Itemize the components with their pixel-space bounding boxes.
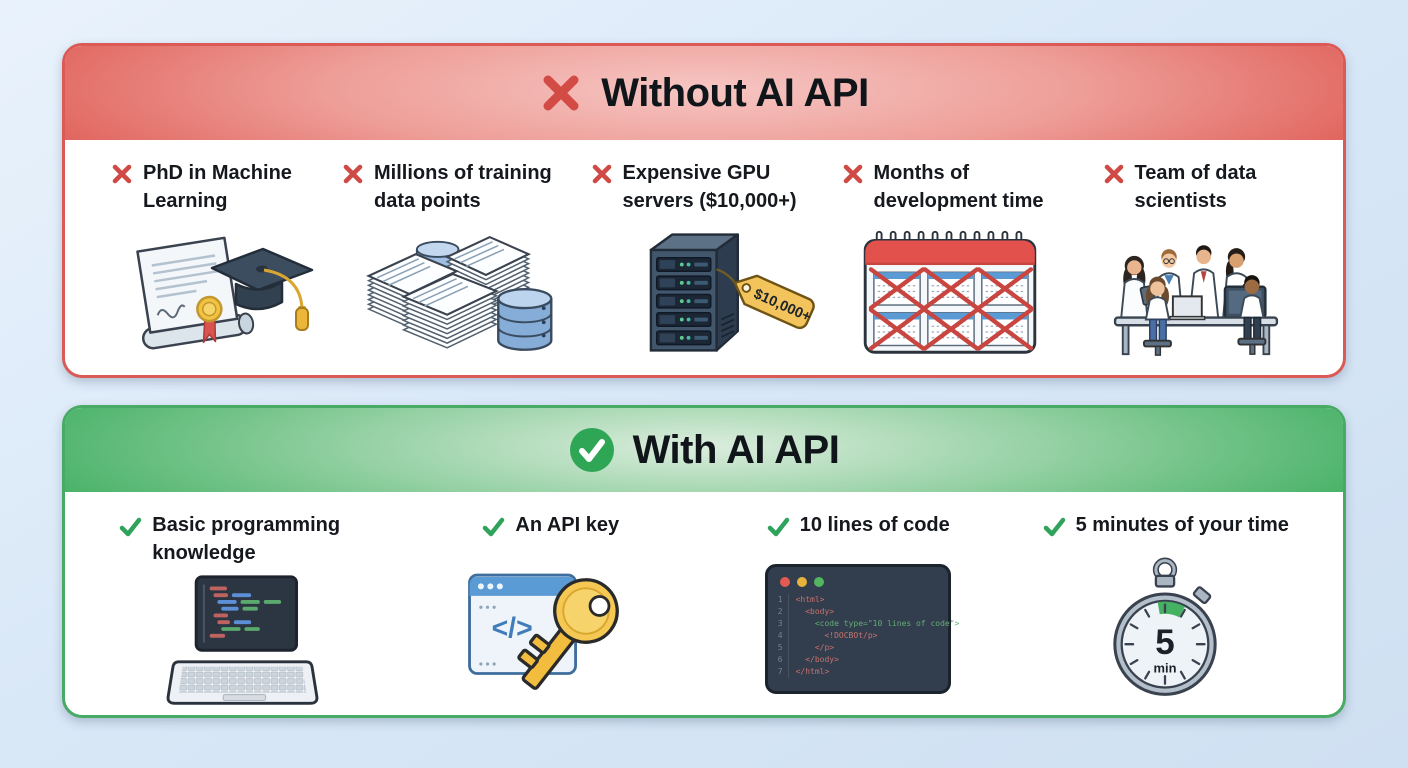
api-key-icon: </> — [468, 574, 620, 691]
item-label: Team of data scientists — [1134, 162, 1257, 212]
maximize-window-icon — [813, 577, 824, 588]
cross-icon — [543, 75, 579, 111]
item-lines-of-code: 10 lines of code 1 2 3 4 — [704, 512, 1012, 713]
check-icon — [483, 517, 505, 537]
item-training-data: Millions of training data points — [335, 160, 581, 363]
stopwatch-unit: min — [1154, 661, 1177, 676]
check-icon — [120, 517, 142, 537]
cross-icon — [112, 164, 132, 184]
stopwatch-value: 5 — [1156, 623, 1175, 662]
with-ai-api-panel: With AI API Basic programming knowledge — [62, 405, 1346, 718]
item-label: Basic programming knowledge — [152, 514, 341, 564]
item-gpu-servers: Expensive GPU servers ($10,000+) — [581, 160, 827, 363]
minimize-window-icon — [796, 577, 807, 588]
gpu-server-icon: $10,000+ — [649, 233, 815, 352]
code-lines: <html> <body> <code type="10 lines of co… — [795, 595, 960, 677]
item-label: Months of development time — [873, 162, 1044, 212]
cross-icon — [592, 164, 611, 184]
check-icon — [1043, 517, 1065, 537]
page-title: Without AI API — [601, 70, 869, 115]
diploma-icon — [135, 236, 313, 350]
item-label: 5 minutes of your time — [1075, 514, 1289, 536]
item-five-minutes: 5 minutes of your time — [1012, 512, 1320, 713]
calendar-icon — [863, 230, 1037, 354]
cross-icon — [343, 164, 363, 184]
without-panel-body: PhD in Machine Learning — [65, 140, 1343, 363]
item-label: Millions of training data points — [374, 162, 552, 212]
training-data-icon — [367, 236, 552, 352]
check-circle-icon — [569, 428, 614, 472]
item-label: PhD in Machine Learning — [143, 162, 292, 212]
item-dev-time: Months of development time — [827, 160, 1073, 363]
window-controls — [778, 574, 938, 594]
code-slash-glyph: </> — [492, 613, 533, 645]
without-panel-header: Without AI API — [65, 46, 1343, 140]
cross-icon — [1104, 164, 1123, 184]
item-label: 10 lines of code — [799, 514, 950, 536]
item-team: Team of data scientists — [1073, 160, 1319, 363]
item-api-key: An API key </> — [397, 512, 705, 713]
with-panel-header: With AI API — [65, 408, 1343, 492]
close-window-icon — [779, 577, 790, 588]
laptop-code-icon — [166, 575, 319, 705]
cross-icon — [843, 164, 862, 184]
team-icon — [1113, 244, 1279, 356]
check-icon — [767, 517, 789, 537]
item-programming-knowledge: Basic programming knowledge — [89, 512, 397, 713]
without-ai-api-panel: Without AI API PhD in Machine Learning — [62, 43, 1346, 378]
item-phd: PhD in Machine Learning — [89, 160, 335, 363]
code-editor-icon: 1 2 3 4 5 6 7 <html> <body> <code type="… — [764, 564, 959, 695]
with-panel-body: Basic programming knowledge — [65, 492, 1343, 713]
item-label: Expensive GPU servers ($10,000+) — [622, 162, 797, 212]
page-title: With AI API — [632, 427, 840, 472]
line-numbers: 1 2 3 4 5 6 7 — [778, 594, 789, 679]
item-label: An API key — [515, 514, 620, 536]
stopwatch-icon: 5 min — [1113, 557, 1217, 697]
